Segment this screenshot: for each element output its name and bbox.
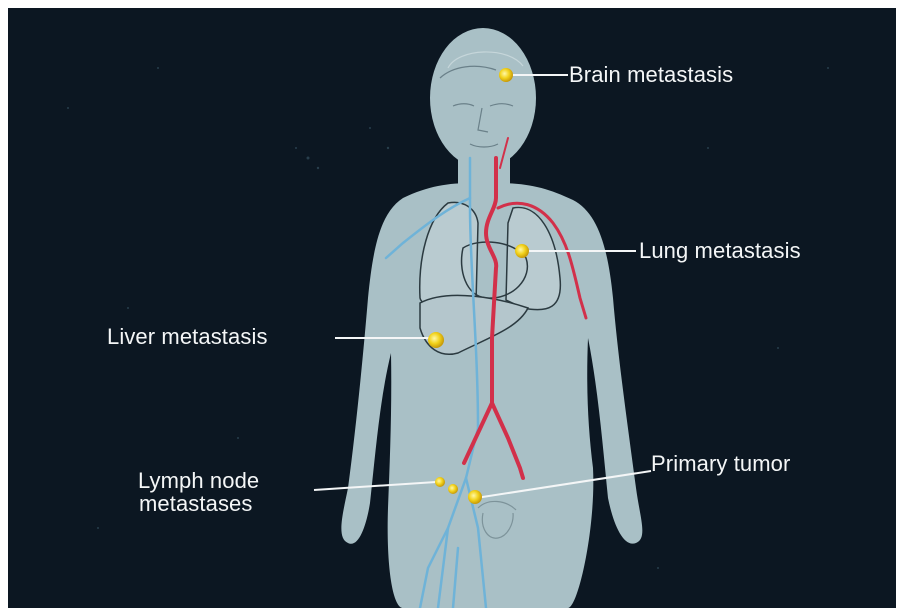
- primary-tumor-label: Primary tumor: [651, 453, 790, 475]
- primary-tumor-marker: [468, 490, 482, 504]
- lung-metastasis-label: Lung metastasis: [639, 240, 801, 262]
- liver-tumor-marker: [428, 332, 444, 348]
- lymph-node-marker-1: [435, 477, 445, 487]
- diagram-panel: Brain metastasis Lung metastasis Liver m…: [8, 8, 896, 608]
- brain-metastasis-label: Brain metastasis: [569, 64, 733, 86]
- liver-metastasis-label: Liver metastasis: [107, 326, 268, 348]
- lung-tumor-marker: [515, 244, 529, 258]
- lymph-node-label-line2: metastases: [139, 493, 253, 515]
- body-illustration: [8, 8, 896, 608]
- brain-tumor-marker: [499, 68, 513, 82]
- lymph-node-marker-2: [448, 484, 458, 494]
- lymph-node-label-line1: Lymph node: [138, 470, 259, 492]
